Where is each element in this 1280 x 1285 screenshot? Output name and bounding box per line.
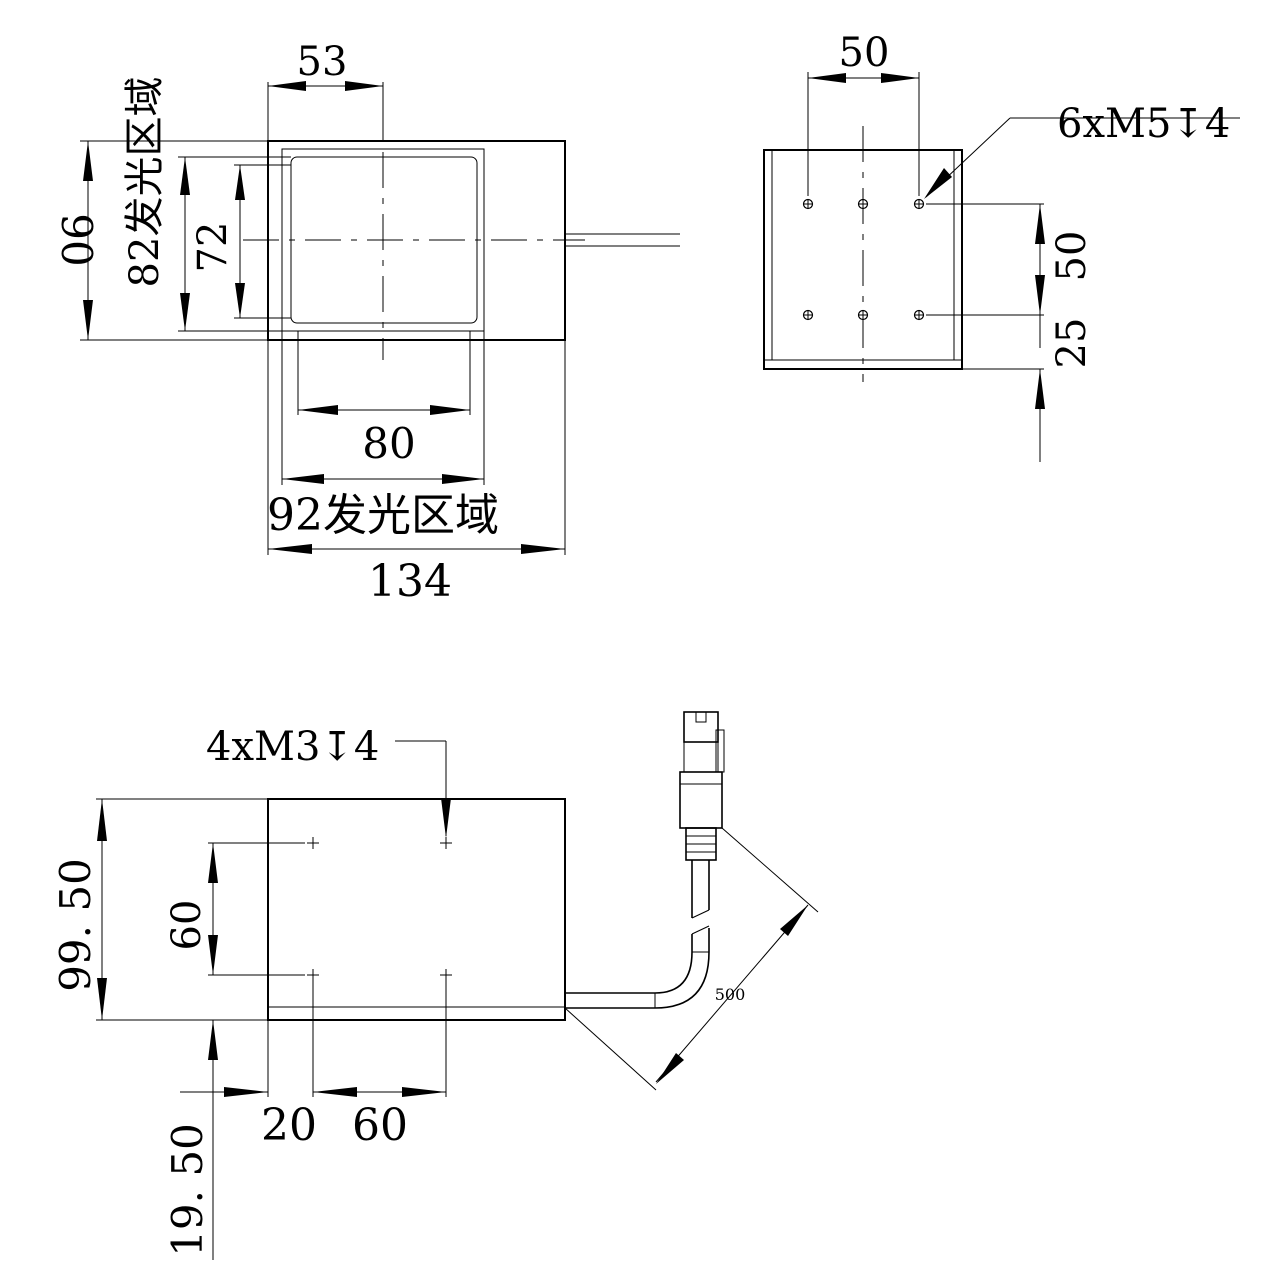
connector-body (679, 771, 723, 829)
bottom-dim-60-vertical-text: 60 (164, 900, 210, 951)
connector-plug (683, 711, 719, 743)
front-dim-53: 53 (267, 39, 384, 141)
front-dim-82: 82发光区域 (122, 77, 291, 332)
bottom-callout-m3-text: 4xM3↧4 (206, 724, 379, 770)
front-dim-80: 80 (297, 331, 471, 468)
side-dim-50-right-text: 50 (1049, 231, 1095, 282)
front-dim-82-text: 82发光区域 (122, 77, 168, 288)
m3-hole (307, 969, 319, 981)
cable-assembly (565, 711, 725, 1009)
front-view: 53 90 82发光区域 72 (52, 39, 680, 607)
bottom-dim-19-50-text: 19. 50 (163, 1123, 212, 1257)
side-m5-holes (802, 198, 925, 321)
side-dim-50-top: 50 (807, 30, 920, 196)
front-emitting-area-92 (281, 148, 485, 332)
side-dim-25: 25 (962, 315, 1095, 462)
bottom-dim-20-60: 20 60 (261, 981, 447, 1151)
cable-dim-500-text: 500 (715, 985, 746, 1004)
side-dim-50-right: 50 (926, 203, 1095, 316)
bottom-body-outline (267, 798, 566, 1021)
side-callout-m5-text: 6xM5↧4 (1057, 101, 1230, 147)
bottom-callout-m3: 4xM3↧4 (206, 724, 451, 838)
bottom-dim-60-vertical: 60 (164, 842, 305, 976)
front-dim-72-text: 72 (190, 222, 236, 273)
m3-hole (440, 969, 452, 981)
front-dim-72: 72 (190, 164, 291, 319)
bottom-dim-20-text: 20 (261, 1100, 317, 1151)
m3-hole (440, 837, 452, 849)
bottom-dim-99-50-text: 99. 50 (51, 858, 100, 992)
bottom-dim-60-text: 60 (352, 1100, 408, 1151)
bottom-dim-99-50: 99. 50 (51, 798, 268, 1021)
bottom-m3-holes (307, 837, 452, 981)
front-dim-92-text: 92发光区域 (267, 490, 499, 541)
side-dim-25-text: 25 (1049, 318, 1095, 369)
bottom-dim-19-50: 19. 50 (163, 1020, 268, 1260)
side-callout-m5: 6xM5↧4 (924, 101, 1240, 199)
front-dim-134-text: 134 (368, 556, 452, 607)
front-dim-53-text: 53 (297, 39, 348, 85)
front-dim-92: 92发光区域 (267, 331, 499, 541)
front-dim-90: 90 (52, 140, 268, 341)
front-dim-90-text: 90 (52, 213, 101, 266)
bottom-view: 4xM3↧4 99. 50 60 19. 50 (51, 711, 819, 1260)
m3-hole (307, 837, 319, 849)
front-cable-stub (565, 233, 680, 247)
side-view: 50 6xM5↧4 50 25 (763, 30, 1240, 462)
cable-dim-500: 500 (564, 827, 819, 1091)
front-dim-134: 134 (267, 141, 566, 607)
front-dim-80-text: 80 (362, 419, 415, 468)
side-dim-50-top-text: 50 (839, 30, 890, 76)
